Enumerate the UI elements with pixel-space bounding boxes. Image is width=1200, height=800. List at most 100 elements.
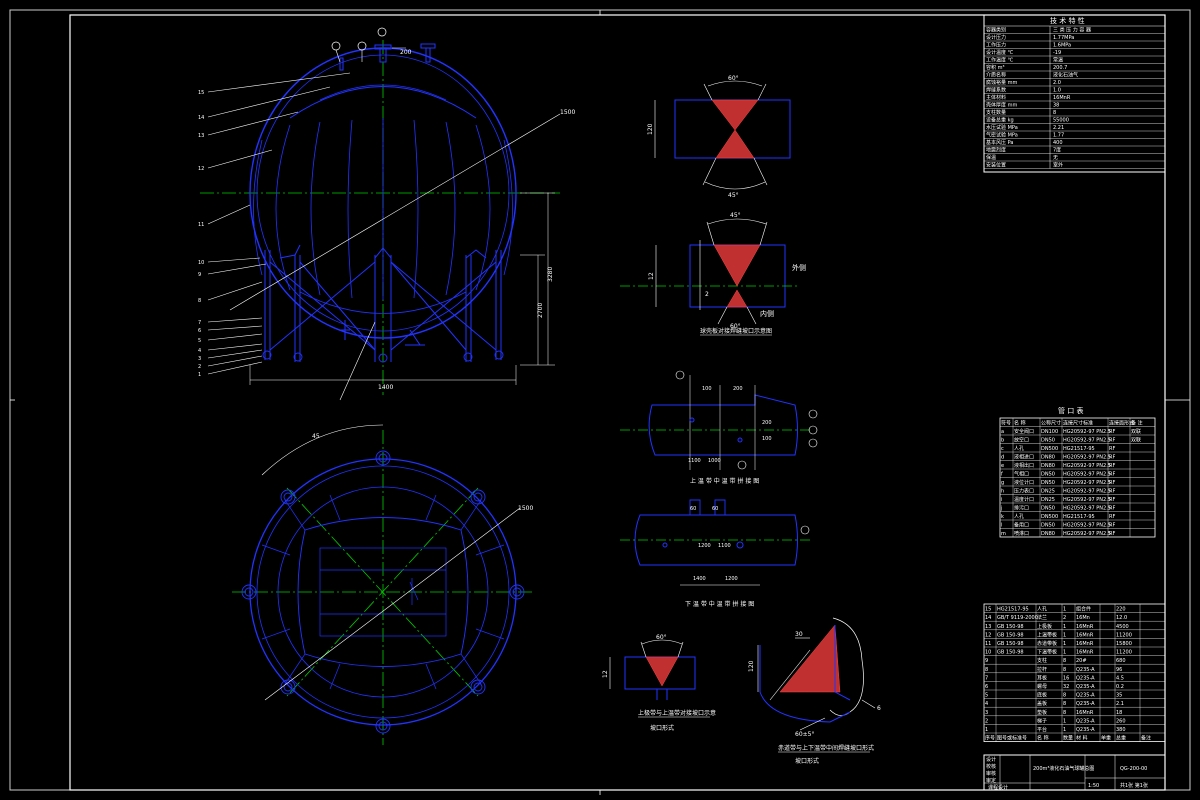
parts-cell: 16MnR <box>1076 641 1094 647</box>
d4-leg: 6 <box>877 705 881 712</box>
nozzle-cell: HG20592-97 PN2.5 <box>1063 523 1111 529</box>
nozzle-cell: e <box>1001 463 1004 469</box>
tech-row-label: 腐蚀裕量 mm <box>986 79 1017 86</box>
nozzle-cell: 液相进口 <box>1014 454 1034 461</box>
parts-cell: 96 <box>1116 667 1122 673</box>
tech-row-value: 2.21 <box>1053 125 1064 131</box>
parts-cell: 680 <box>1116 658 1126 664</box>
parts-cell: Q235-A <box>1076 718 1095 724</box>
parts-cell: 8 <box>1063 658 1066 664</box>
nozzle-cell: f <box>1001 472 1003 478</box>
nozzle-cell: HG20592-97 PN2.5 <box>1063 531 1111 537</box>
nozzle-cell: HG20592-97 PN2.5 <box>1063 429 1111 435</box>
parts-cell: 260 <box>1116 718 1126 724</box>
parts-cell: 0.2 <box>1116 684 1124 690</box>
tech-row-label: 工作压力 <box>986 42 1006 49</box>
nozzle-cell: DN50 <box>1041 438 1055 444</box>
parts-cell: 12 <box>985 632 991 638</box>
parts-cell: 1 <box>1063 632 1066 638</box>
tb-drawing-no: QG-200-00 <box>1120 766 1147 772</box>
d4-dim1: 30 <box>795 631 803 638</box>
d1-angle-top: 60° <box>728 75 739 82</box>
parts-cell: 15800 <box>1116 641 1132 647</box>
parts-cell: GB/T 9119-2000 <box>997 615 1038 621</box>
parts-cell: 6 <box>985 684 988 690</box>
upper-dim-bottom-2: 1000 <box>708 458 721 464</box>
tech-row-label: 设计温度 ℃ <box>986 49 1014 56</box>
d2-angle-top: 45° <box>730 212 741 219</box>
parts-footer-row: 序号图号或标准号名 称数量材 料单重总重备注 <box>985 735 1151 742</box>
nozzle-cell: DN25 <box>1041 497 1055 503</box>
tech-row-label: 工作温度 ℃ <box>986 57 1014 64</box>
upper-dim-top-2: 200 <box>733 386 743 392</box>
parts-cell: 35 <box>1116 693 1122 699</box>
d2-thickness: 12 <box>648 272 655 280</box>
parts-cell: 10 <box>985 650 991 656</box>
parts-cell: 1 <box>1063 650 1066 656</box>
balloon-14: 14 <box>198 115 204 121</box>
parts-footer-cell: 序号 <box>985 735 995 742</box>
upper-seam-caption: 上 温 带 中 温 带 拼 接 图 <box>690 477 759 485</box>
tech-row-label: 焊缝系数 <box>986 87 1006 94</box>
parts-cell: 8 <box>1063 701 1066 707</box>
tech-row: 介质名称液化石油气 <box>986 72 1078 79</box>
parts-cell: 4 <box>985 701 988 707</box>
nozzle-cell: d <box>1001 455 1004 461</box>
d2-caption: 球壳板对接焊缝坡口示意图 <box>700 327 772 335</box>
nozzle-cell: 双联 <box>1131 428 1141 435</box>
nozzle-cell: a <box>1001 429 1004 435</box>
dim-height-total: 3280 <box>547 267 554 282</box>
parts-cell: 4500 <box>1116 624 1129 630</box>
parts-cell: 支柱 <box>1037 657 1047 664</box>
nozzle-cell: DN25 <box>1041 489 1055 495</box>
dim-plan-angle: 45 <box>312 433 320 440</box>
parts-cell: 18 <box>1116 710 1122 716</box>
tb-drawing-name: 200m³液化石油气球罐总图 <box>1033 765 1094 772</box>
title-block: 设计 校核 审核 审定 200m³液化石油气球罐总图 QG-200-00 1:5… <box>983 754 1166 791</box>
dim-height-col: 2700 <box>537 303 544 318</box>
nozzle-cell: HG20592-97 PN2.5 <box>1063 497 1111 503</box>
nozzle-cell: RF <box>1109 523 1115 529</box>
parts-footer-cell: 备注 <box>1141 735 1151 742</box>
nozzle-cell: DN50 <box>1041 480 1055 486</box>
balloon-3: 3 <box>198 356 201 362</box>
parts-footer-cell: 材 料 <box>1076 735 1088 742</box>
parts-footer-cell: 总重 <box>1116 735 1126 742</box>
parts-cell: 2 <box>985 718 988 724</box>
tech-row-value: 2.0 <box>1053 80 1061 86</box>
dim-nozzle-top: 200 <box>400 49 412 56</box>
upper-seam-layout: 100 200 1100 1000 200 100 上 温 带 中 温 带 拼 … <box>620 370 818 485</box>
nozzle-header-cell: 备 注 <box>1131 420 1143 427</box>
parts-cell: 2.1 <box>1116 701 1124 707</box>
nozzle-cell: RF <box>1109 497 1115 503</box>
nozzle-cell: i <box>1001 497 1002 503</box>
parts-cell: 法兰 <box>1037 614 1047 621</box>
parts-cell: 14 <box>985 615 991 621</box>
tech-row: 设计温度 ℃-19 <box>986 49 1061 56</box>
parts-cell: 11200 <box>1116 650 1132 656</box>
parts-cell: 1 <box>1063 641 1066 647</box>
nozzle-cell: DN500 <box>1041 514 1058 520</box>
upper-dim-top-1: 100 <box>702 386 712 392</box>
nozzle-table-title: 管 口 表 <box>1058 406 1083 415</box>
upper-dim-right-1: 200 <box>762 420 772 426</box>
tech-row-value: 常温 <box>1053 57 1063 64</box>
tech-row: 腐蚀裕量 mm 2.0 <box>986 79 1061 86</box>
nozzle-cell: HG21517-95 <box>1063 446 1095 452</box>
tech-row: 保温无 <box>986 154 1058 161</box>
d2-inner-side: 内侧 <box>760 309 774 318</box>
balloon-2: 2 <box>198 364 201 370</box>
